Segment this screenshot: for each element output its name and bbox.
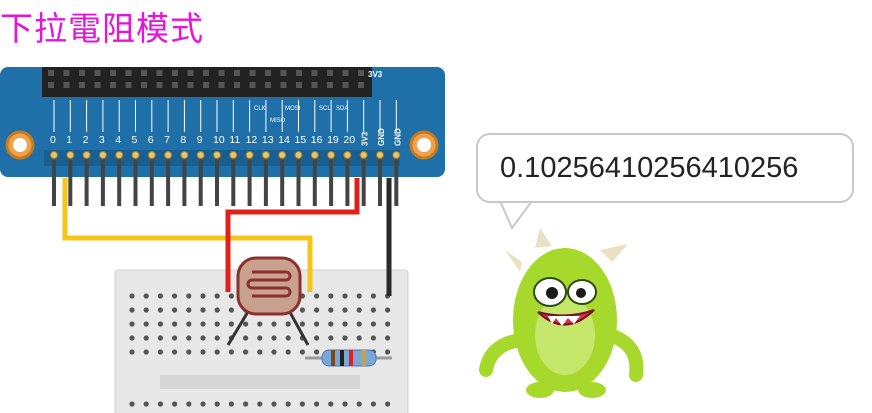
pin-label: 11 <box>229 134 240 146</box>
pin-label: 3 <box>99 134 105 146</box>
top-power-label: 3V3 <box>368 70 383 79</box>
photoresistor <box>226 256 310 346</box>
resistor <box>305 349 392 367</box>
pin-trace-lines <box>53 100 397 132</box>
pin-label: 10 <box>213 134 225 146</box>
pin-label: 15 <box>295 134 307 146</box>
sensor-value-text: 0.10256410256410256 <box>500 152 799 184</box>
wire-red <box>225 178 360 292</box>
pin-label: 1 <box>66 134 72 146</box>
monster-sprite <box>479 228 644 398</box>
bus-label-mosi: MOSI <box>285 106 301 112</box>
speech-bubble-tail <box>498 200 534 230</box>
wire-yellow <box>62 178 313 292</box>
speech-bubble: 0.10256410256410256 <box>476 133 854 203</box>
pin-label: 5 <box>132 134 138 146</box>
edge-connector-pins <box>50 151 401 206</box>
pin-label: 7 <box>164 134 170 146</box>
bus-label-scl: SCL <box>319 106 331 112</box>
bus-label-miso: MISO <box>270 118 286 124</box>
pin-label: 0 <box>50 134 56 146</box>
pin-label: GND <box>393 128 402 146</box>
pin-label: 6 <box>148 134 154 146</box>
pin-label: 9 <box>197 134 203 146</box>
pin-label: 20 <box>343 134 355 146</box>
header-holes <box>48 70 364 88</box>
pin-label: 13 <box>262 134 274 146</box>
pin-label: GND <box>377 128 386 146</box>
pin-label: 12 <box>246 134 258 146</box>
bus-label-clk: CLK <box>254 106 266 112</box>
pin-label: 8 <box>180 134 186 146</box>
pin-label: 3V3 <box>361 131 370 146</box>
pin-label: 2 <box>83 134 89 146</box>
page-title: 下拉電阻模式 <box>0 9 204 48</box>
pin-label: 19 <box>327 134 339 146</box>
bus-label-sda: SDA <box>336 106 348 112</box>
pin-label: 4 <box>115 134 121 146</box>
pin-label: 14 <box>278 134 290 146</box>
pin-label: 16 <box>311 134 323 146</box>
wires <box>62 178 392 296</box>
